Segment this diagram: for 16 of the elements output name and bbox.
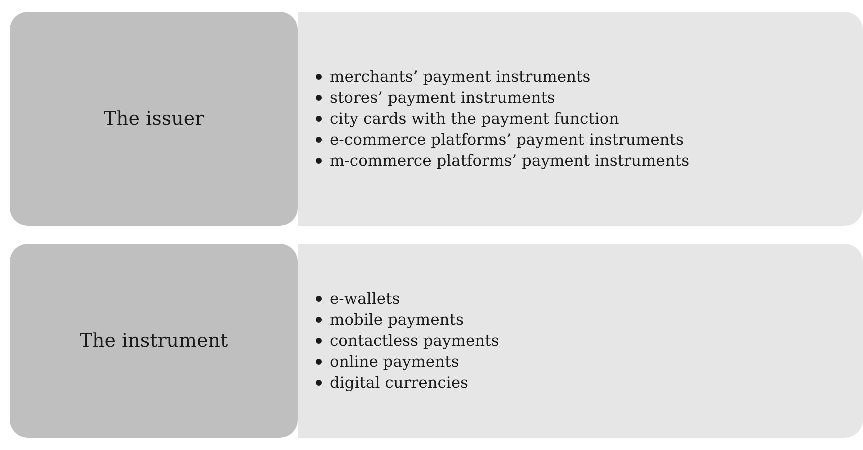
bullet-item: e-commerce platforms’ payment instruments <box>330 130 684 150</box>
bullet-item: contactless payments <box>330 330 500 352</box>
category-box <box>10 12 298 226</box>
list-panel <box>298 12 863 226</box>
category-label: The issuer <box>104 108 204 130</box>
bullet-item: online payments <box>330 352 460 372</box>
bullet-item: e-wallets <box>330 288 400 310</box>
category-label: The instrument <box>80 330 228 352</box>
category-box <box>10 244 298 438</box>
bullet-item: city cards with the payment function <box>330 108 620 130</box>
bullet-item: merchants’ payment instruments <box>330 66 591 88</box>
list-panel <box>298 244 863 438</box>
bullet-item: m-commerce platforms’ payment instruments <box>330 150 690 172</box>
bullet-item: digital currencies <box>330 372 469 394</box>
bullet-item: stores’ payment instruments <box>330 88 556 108</box>
bullet-item: mobile payments <box>330 310 464 330</box>
